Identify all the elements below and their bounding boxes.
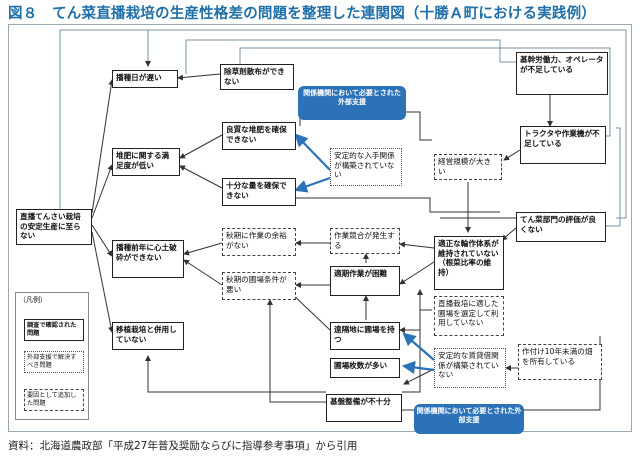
node-timely-work: 適期作業が困難 [330, 266, 400, 296]
node-enough-compost: 十分な量を確保できない [222, 178, 296, 206]
node-stable-supply: 安定的な入手関係が構築されていない [330, 148, 402, 186]
node-remote-fields: 遠隔地に圃場を持つ [330, 322, 400, 350]
legend-item-added: 要因として追加した問題 [24, 389, 84, 411]
node-sowing-date: 播種日が遅い [112, 70, 178, 88]
node-farm-scale: 経営規模が大きい [434, 154, 502, 180]
core-links [91, 79, 115, 333]
node-lease-relation: 安定的な賃貸借関係が構築されていない [434, 348, 506, 388]
node-autumn-spare: 秋期に作業の余裕がない [222, 228, 296, 256]
legend: （凡例） 調査で確認された問題 外部支援で解決すべき問題 要因として追加した問題 [15, 292, 89, 420]
node-base-labor: 基幹労働力、オペレータが不足している [516, 52, 608, 95]
page-title: 図８ てん菜直播栽培の生産性格差の問題を整理した連関図（十勝Ａ町における実践例） [8, 6, 596, 22]
node-work-competition: 作業競合が発生する [330, 228, 400, 254]
node-field-count: 圃場枚数が多い [330, 358, 400, 378]
node-good-compost: 良質な堆肥を確保できない [222, 122, 296, 150]
node-crop-rotation: 適正な輪作体系が維持されていない（根菜比率の維持） [434, 236, 504, 290]
mid-links [145, 73, 601, 413]
node-autumn-field: 秋期の圃場条件が悪い [222, 272, 296, 300]
support-arrows [293, 133, 435, 374]
legend-item-confirmed: 調査で確認された問題 [24, 319, 84, 341]
diagram-frame [8, 24, 632, 432]
node-field-selection: 直播栽培に適した圃場を選定して利用していない [434, 296, 504, 336]
outer-loops [59, 29, 627, 227]
legend-item-external: 外部支援で解決すべき問題 [24, 351, 84, 373]
support-bubble-bottom: 関係機関において必要とされた外部支援 [414, 404, 524, 434]
node-compost-satisfaction: 堆肥に関する満足度が低い [112, 148, 180, 176]
node-herbicide: 除草剤散布ができない [220, 64, 294, 90]
node-infrastructure: 基盤整備が不十分 [326, 394, 402, 422]
legend-title: （凡例） [19, 296, 47, 304]
support-bubble-top: 関係機関において必要とされた外部支援 [298, 86, 406, 120]
source-note: 資料：北海道農政部「平成27年普及奨励ならびに指導参考事項」から引用 [8, 440, 358, 452]
node-small-owner: 作付け10年未満の畑を所有している [518, 344, 602, 380]
node-subsoiling: 播種前年に心土破砕ができない [112, 240, 184, 278]
node-core-problem: 直播てんさい栽培の安定生産に至らない [16, 209, 92, 245]
node-transplant: 移植栽培と併用していない [112, 322, 184, 350]
node-beet-evaluation: てん菜部門の評価が良くない [516, 212, 606, 242]
node-tractor: トラクタや作業機が不足している [520, 126, 606, 164]
